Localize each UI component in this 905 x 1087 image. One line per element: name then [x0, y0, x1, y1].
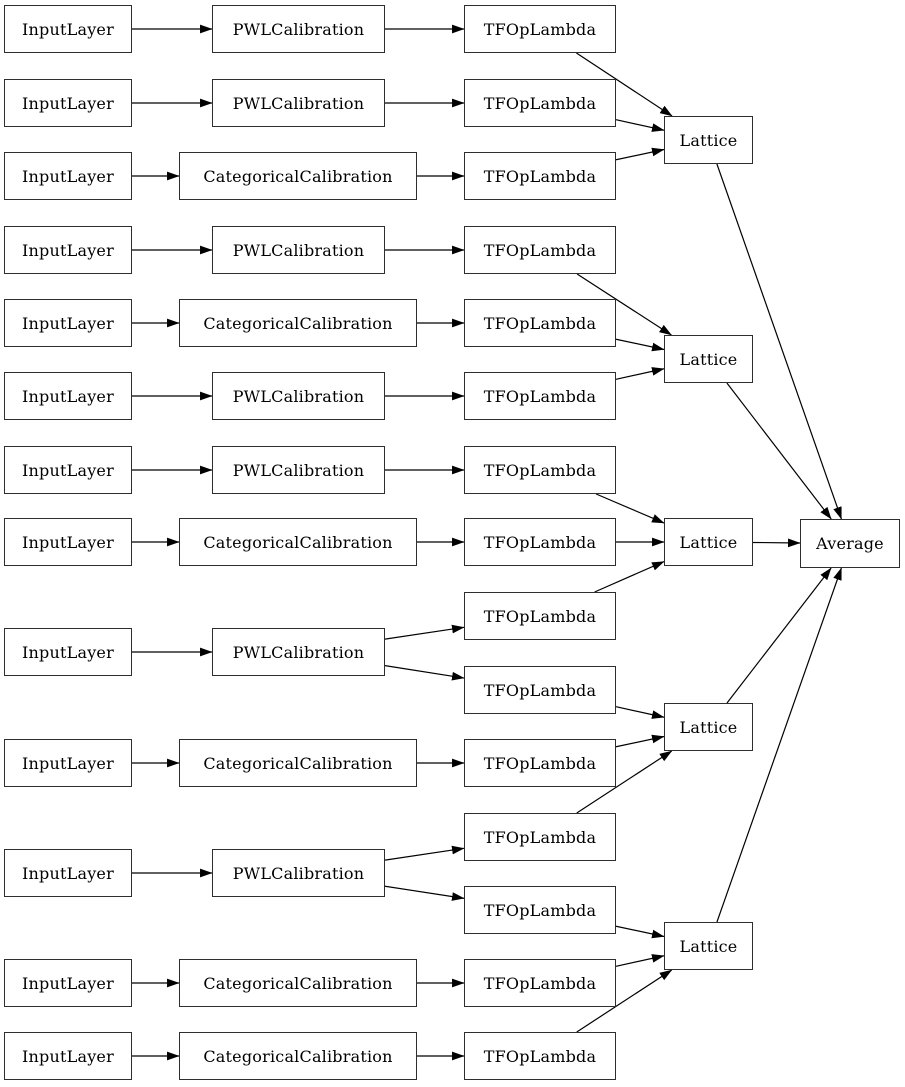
node-inputlayer-il3: InputLayer: [4, 152, 132, 200]
node-pwlcalibration-cal7: PWLCalibration: [212, 446, 385, 494]
node-tfoplambda-tf5: TFOpLambda: [464, 299, 616, 347]
node-average-avg: Average: [800, 519, 900, 568]
edge-tf10-lat4: [615, 706, 665, 719]
node-categoricalcalibration-cal12: CategoricalCalibration: [179, 959, 417, 1007]
node-inputlayer-il8: InputLayer: [4, 518, 132, 566]
node-tfoplambda-tf15: TFOpLambda: [464, 1032, 616, 1080]
node-pwlcalibration-cal2: PWLCalibration: [212, 79, 385, 127]
edge-tf4-lat2: [576, 273, 672, 336]
node-inputlayer-il9: InputLayer: [4, 628, 132, 676]
edge-tf6-lat2: [615, 367, 665, 380]
edges: [132, 24, 842, 1061]
edge-cal11-tf13: [384, 885, 465, 901]
edge-tf13-lat5: [615, 925, 665, 939]
edge-tf3-lat1: [615, 147, 665, 161]
node-lattice-lat4: Lattice: [664, 703, 753, 751]
node-tfoplambda-tf7: TFOpLambda: [464, 446, 616, 494]
edge-lat2-avg: [726, 382, 832, 520]
edge-tf12-lat4: [576, 750, 673, 814]
node-pwlcalibration-cal1: PWLCalibration: [212, 5, 385, 53]
node-categoricalcalibration-cal13: CategoricalCalibration: [179, 1032, 417, 1080]
node-inputlayer-il12: InputLayer: [4, 959, 132, 1007]
node-categoricalcalibration-cal5: CategoricalCalibration: [179, 299, 417, 347]
edge-lat4-avg: [726, 567, 832, 704]
node-pwlcalibration-cal4: PWLCalibration: [212, 226, 385, 274]
node-tfoplambda-tf6: TFOpLambda: [464, 372, 616, 420]
node-tfoplambda-tf10: TFOpLambda: [464, 666, 616, 714]
node-lattice-lat2: Lattice: [664, 335, 753, 383]
node-pwlcalibration-cal6: PWLCalibration: [212, 372, 385, 420]
node-lattice-lat3: Lattice: [664, 518, 753, 566]
edge-tf11-lat4: [615, 734, 665, 748]
edge-tf1-lat1: [576, 52, 673, 117]
node-inputlayer-il11: InputLayer: [4, 849, 132, 897]
edge-tf7-lat3: [595, 493, 665, 524]
node-inputlayer-il6: InputLayer: [4, 372, 132, 420]
edge-tf14-lat5: [615, 954, 665, 967]
node-tfoplambda-tf13: TFOpLambda: [464, 886, 616, 934]
node-tfoplambda-tf9: TFOpLambda: [464, 592, 616, 640]
node-inputlayer-il2: InputLayer: [4, 79, 132, 127]
node-inputlayer-il4: InputLayer: [4, 226, 132, 274]
node-tfoplambda-tf2: TFOpLambda: [464, 79, 616, 127]
node-tfoplambda-tf14: TFOpLambda: [464, 959, 616, 1007]
node-categoricalcalibration-cal8: CategoricalCalibration: [179, 518, 417, 566]
node-categoricalcalibration-cal10: CategoricalCalibration: [179, 739, 417, 787]
edge-lat5-avg: [716, 567, 842, 923]
node-pwlcalibration-cal9: PWLCalibration: [212, 628, 385, 676]
edge-cal11-tf12: [384, 845, 465, 861]
edge-cal9-tf9: [384, 624, 465, 640]
node-tfoplambda-tf12: TFOpLambda: [464, 813, 616, 861]
node-inputlayer-il13: InputLayer: [4, 1032, 132, 1080]
edge-tf2-lat1: [615, 119, 665, 132]
edge-lat1-avg: [716, 163, 842, 520]
edge-tf5-lat2: [615, 338, 665, 352]
node-inputlayer-il1: InputLayer: [4, 5, 132, 53]
edge-cal9-tf10: [384, 665, 465, 681]
node-inputlayer-il10: InputLayer: [4, 739, 132, 787]
node-inputlayer-il7: InputLayer: [4, 446, 132, 494]
node-lattice-lat1: Lattice: [664, 116, 753, 164]
node-inputlayer-il5: InputLayer: [4, 299, 132, 347]
node-tfoplambda-tf3: TFOpLambda: [464, 152, 616, 200]
node-lattice-lat5: Lattice: [664, 922, 753, 970]
edge-tf9-lat3: [594, 560, 665, 593]
node-pwlcalibration-cal11: PWLCalibration: [212, 849, 385, 897]
node-tfoplambda-tf4: TFOpLambda: [464, 226, 616, 274]
node-tfoplambda-tf11: TFOpLambda: [464, 739, 616, 787]
node-tfoplambda-tf1: TFOpLambda: [464, 5, 616, 53]
edge-tf15-lat5: [576, 969, 673, 1033]
node-tfoplambda-tf8: TFOpLambda: [464, 518, 616, 566]
node-categoricalcalibration-cal3: CategoricalCalibration: [179, 152, 417, 200]
